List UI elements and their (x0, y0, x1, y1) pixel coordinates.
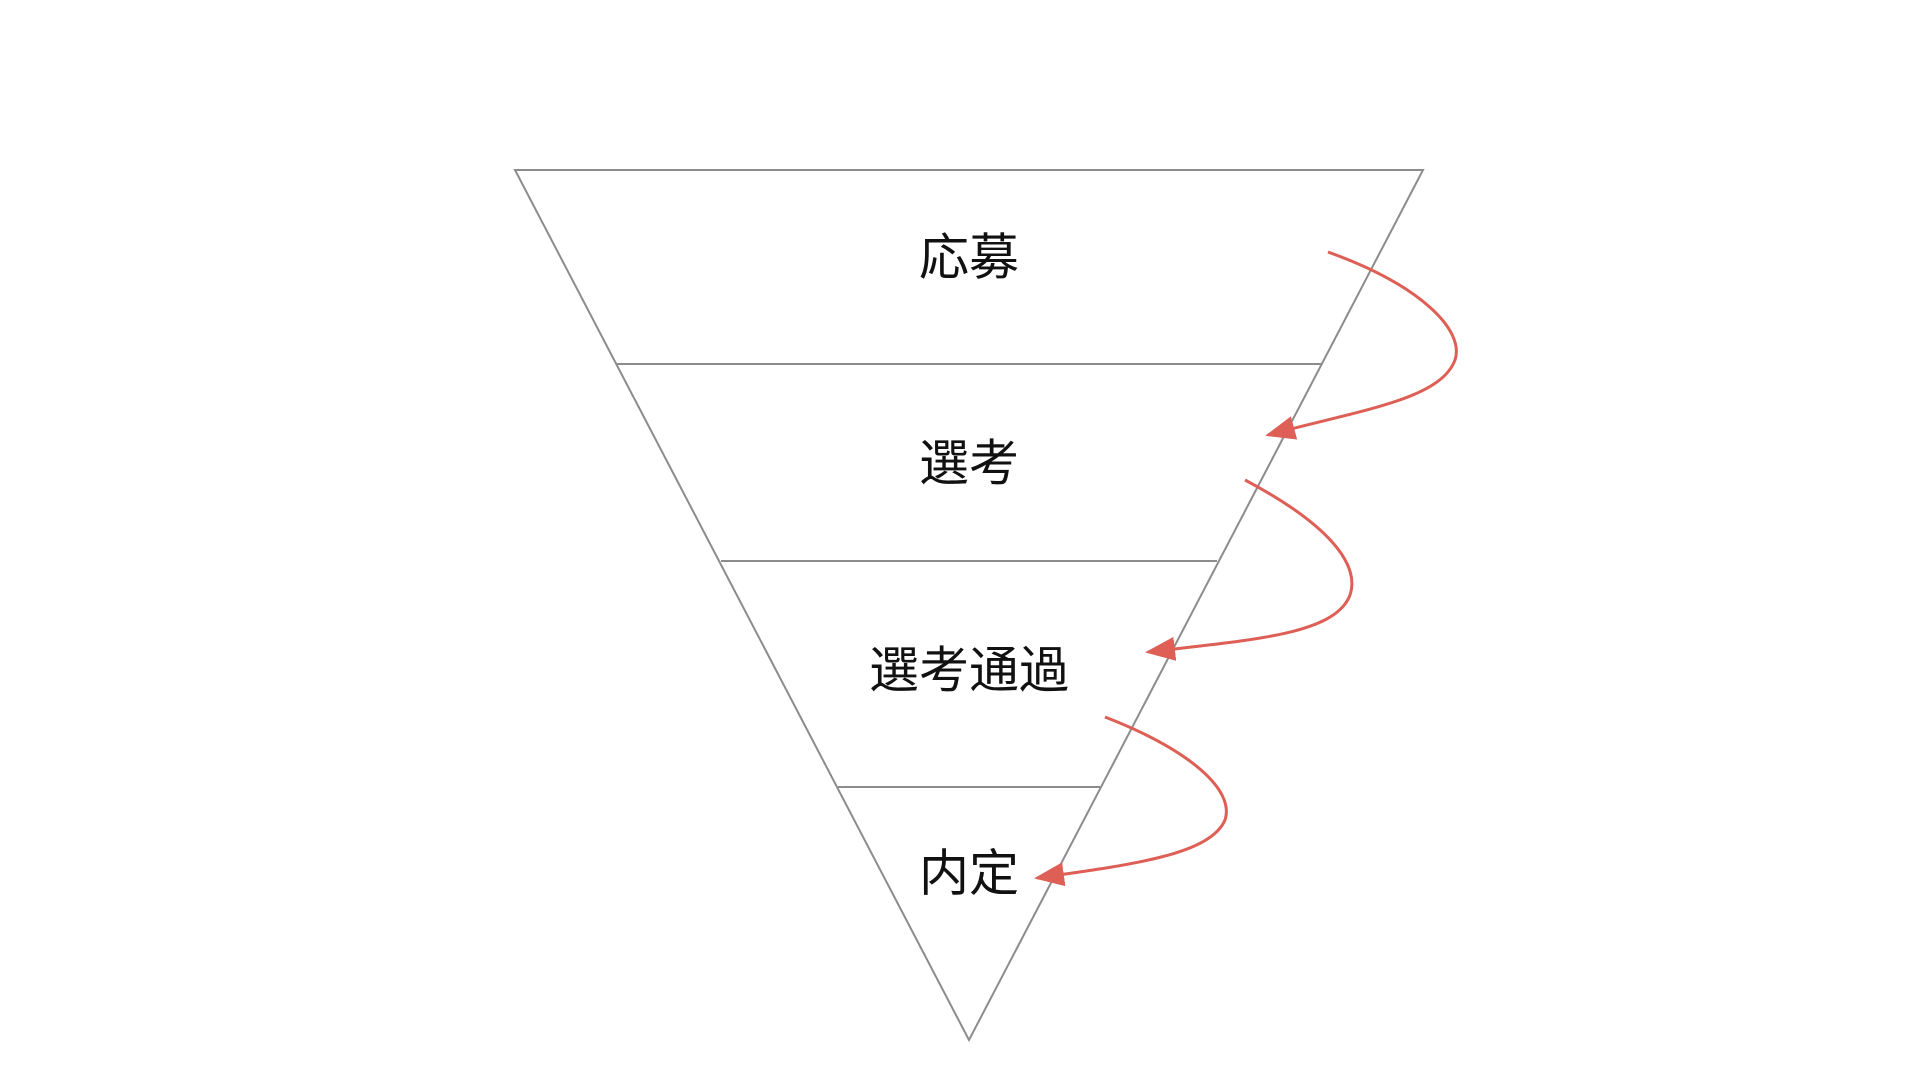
transition-arrow-1 (1265, 250, 1458, 440)
transition-arrow-2 (1145, 478, 1354, 661)
stage-label-2: 選考 (919, 435, 1019, 493)
stage-label-1: 応募 (919, 229, 1019, 287)
transition-arrow-3 (1034, 715, 1228, 887)
stage-label-3: 選考通過 (869, 642, 1069, 700)
stage-label-4: 内定 (919, 845, 1019, 903)
funnel-outline (513, 169, 1425, 1043)
